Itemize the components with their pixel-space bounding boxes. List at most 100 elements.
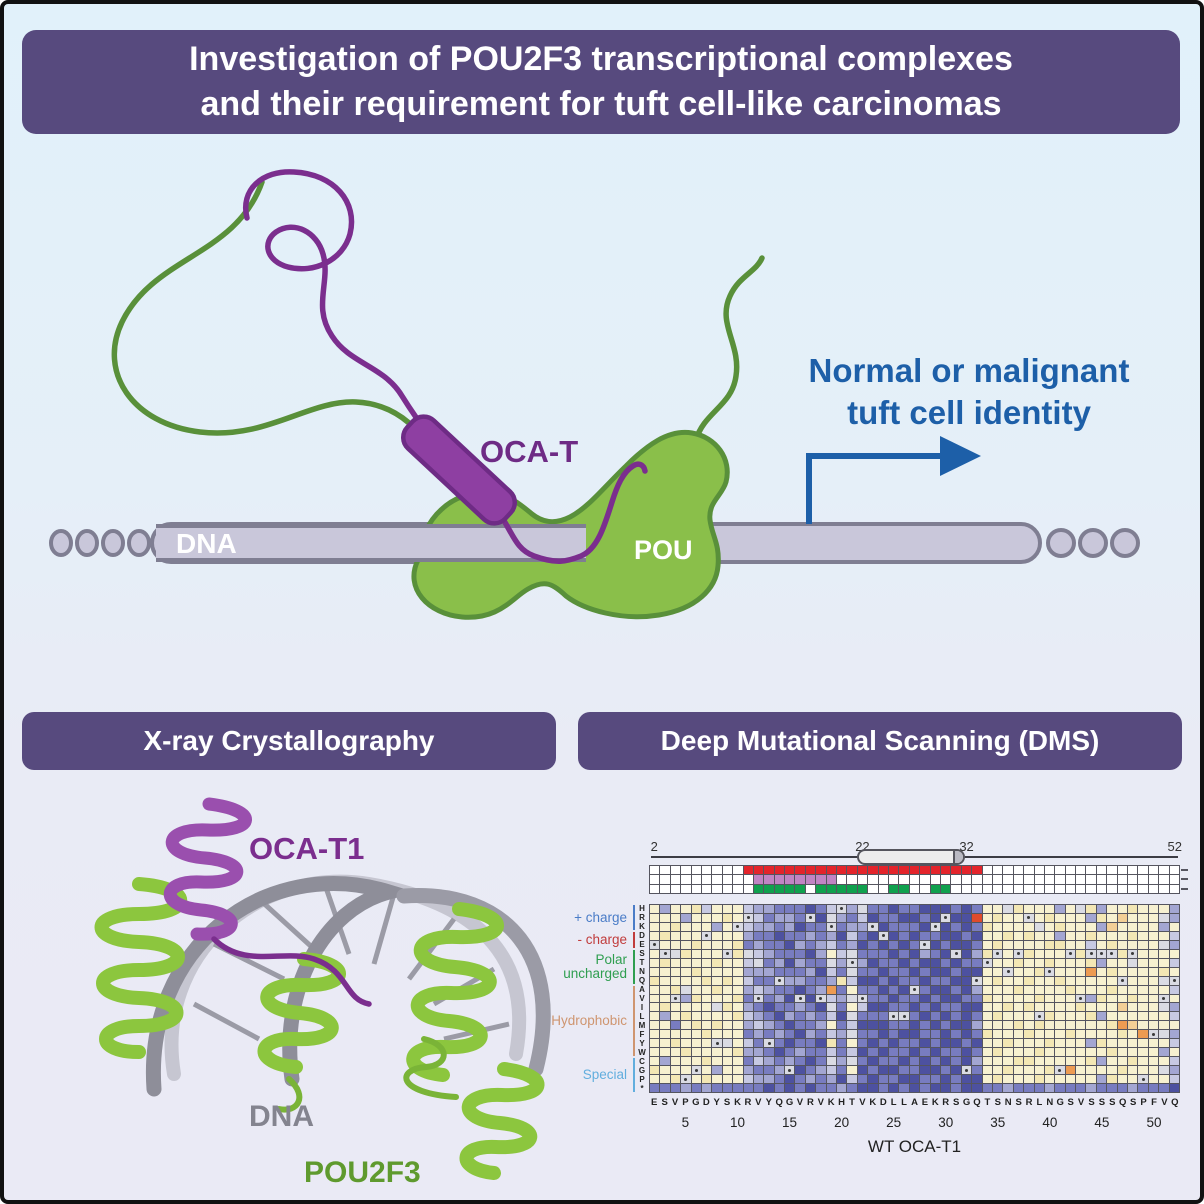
wt-dot (767, 1041, 771, 1045)
heatmap-cell (1096, 940, 1107, 949)
heatmap-cell (961, 985, 972, 994)
wt-sequence-letter: V (796, 1097, 804, 1108)
heatmap-cell (1034, 931, 1044, 940)
heatmap-cell (951, 1030, 961, 1039)
annotation-cell (847, 884, 857, 893)
heatmap-cell (1159, 958, 1169, 967)
heatmap-cell (795, 958, 805, 967)
title-line-2: and their requirement for tuft cell-like… (200, 85, 1002, 123)
position-tick-label: 35 (990, 1115, 1006, 1130)
heatmap-cell (899, 967, 909, 976)
heatmap-cell (785, 913, 795, 922)
heatmap-cell (753, 1075, 764, 1084)
heatmap-cell (1117, 1012, 1128, 1021)
heatmap-cell (868, 1075, 878, 1084)
heatmap-cell (847, 905, 857, 913)
annotation-cell (857, 884, 868, 893)
heatmap-cell (722, 958, 733, 967)
heatmap-cell (1076, 940, 1086, 949)
heatmap-cell (670, 1048, 681, 1057)
heatmap-cell (847, 967, 857, 976)
annotation-cell (920, 875, 930, 884)
heatmap-cell (1065, 913, 1076, 922)
heatmap-cell (847, 940, 857, 949)
heatmap-cell (1076, 1039, 1086, 1048)
heatmap-cell (920, 967, 930, 976)
heatmap-cell (951, 1057, 961, 1066)
heatmap-cell (837, 1048, 847, 1057)
heatmap-cell (816, 1030, 826, 1039)
heatmap-cell (1034, 940, 1044, 949)
annotation-cell (899, 884, 909, 893)
heatmap-cell (1003, 1003, 1013, 1012)
heatmap-cell (847, 1039, 857, 1048)
heatmap-cell (889, 1084, 899, 1092)
heatmap-cell (1086, 1003, 1096, 1012)
heatmap-cell (722, 1021, 733, 1030)
heatmap-cell (1086, 1084, 1096, 1092)
heatmap-cell (982, 976, 992, 985)
heatmap-cell (795, 913, 805, 922)
heatmap-cell (951, 940, 961, 949)
annotation-cell (899, 875, 909, 884)
heatmap-cell (774, 1021, 785, 1030)
heatmap-cell (722, 1048, 733, 1057)
heatmap-cell (1086, 1057, 1096, 1066)
heatmap-cell (1003, 967, 1013, 976)
heatmap-cell (670, 1012, 681, 1021)
heatmap-cell (992, 1030, 1003, 1039)
heatmap-cell (712, 949, 722, 958)
annotation-cell (857, 866, 868, 875)
heatmap-cell (785, 1084, 795, 1092)
wt-dot (923, 943, 927, 947)
heatmap-cell (920, 1048, 930, 1057)
heatmap-cell (712, 922, 722, 931)
heatmap-cell (992, 967, 1003, 976)
annotation-cell (940, 866, 951, 875)
wt-dot (1058, 1068, 1062, 1072)
wt-sequence-letter: K (734, 1097, 741, 1108)
heatmap-cell (1055, 931, 1065, 940)
heatmap-cell (826, 994, 837, 1003)
heatmap-cell (909, 949, 920, 958)
pou2f3-complex-cartoon: DNA POU OCA-T (49, 169, 1140, 620)
wt-sequence-letter: P (682, 1097, 689, 1108)
aa-row-letter: W (638, 1048, 646, 1057)
heatmap-cell (847, 1084, 857, 1092)
wt-sequence-letter: S (1088, 1097, 1095, 1108)
transcription-arrow-line (806, 453, 942, 524)
annotation-cell (1117, 866, 1128, 875)
heatmap-cell (1086, 922, 1096, 931)
heatmap-cell (1044, 949, 1055, 958)
heatmap-cell (743, 913, 753, 922)
purple-tail (493, 461, 648, 564)
heatmap-cell (816, 985, 826, 994)
heatmap-cell (868, 1003, 878, 1012)
heatmap-cell (899, 1012, 909, 1021)
wt-sequence-letter: G (1056, 1097, 1064, 1108)
heatmap-cell (826, 940, 837, 949)
heatmap-cell (691, 931, 701, 940)
wt-sequence-letter: P (1140, 1097, 1147, 1108)
heatmap-cell (1013, 958, 1024, 967)
heatmap-cell (670, 905, 681, 913)
heatmap-cell (670, 913, 681, 922)
heatmap-cell (1128, 1057, 1138, 1066)
wt-sequence-letter: Q (775, 1097, 783, 1108)
heatmap-cell (1117, 1048, 1128, 1057)
heatmap-cell (837, 967, 847, 976)
heatmap-cell (826, 1030, 837, 1039)
heatmap-cell (1065, 1084, 1076, 1092)
heatmap-cell (961, 905, 972, 913)
heatmap-cell (1044, 1012, 1055, 1021)
heatmap-cell (951, 1021, 961, 1030)
heatmap-cell (1128, 949, 1138, 958)
heatmap-cell (868, 1021, 878, 1030)
heatmap-cell (701, 1048, 712, 1057)
annotation-cell (660, 884, 670, 893)
heatmap-cell (795, 949, 805, 958)
heatmap-cell (764, 931, 774, 940)
heatmap-cell (930, 1021, 940, 1030)
heatmap-cell (1148, 976, 1159, 985)
heatmap-cell (743, 967, 753, 976)
